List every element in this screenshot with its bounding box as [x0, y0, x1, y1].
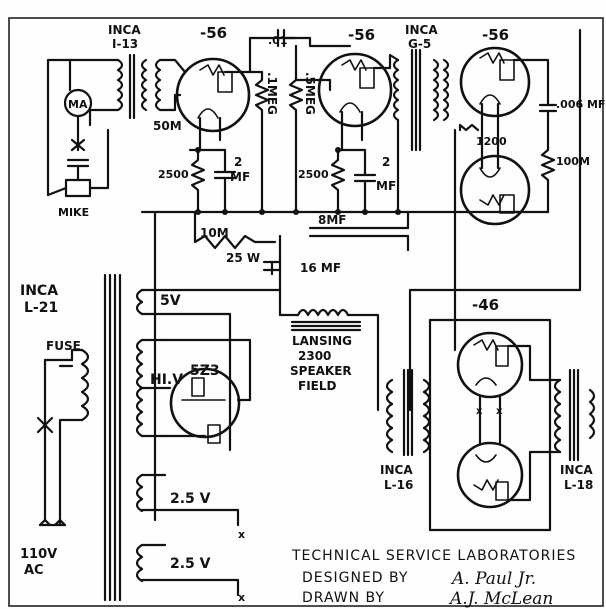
tube-v3-upper: [459, 46, 531, 118]
v-46: -46: [472, 296, 499, 314]
v-5z3: 5Z3: [190, 363, 220, 379]
ma-label: MA: [68, 98, 88, 111]
inca-l16-b: L-16: [384, 478, 413, 492]
r-50m: 50M: [153, 119, 182, 133]
output-transformer-l18: [553, 368, 596, 462]
t2-name: INCA: [405, 23, 438, 37]
designed-by: DESIGNED BY: [302, 570, 408, 586]
c-8mf: 8MF: [318, 213, 347, 227]
lansing-2: 2300: [298, 349, 331, 363]
r-10m: 10M: [200, 226, 229, 240]
x-mark-d: x: [496, 406, 503, 417]
driver-transformer-l16: [385, 368, 431, 457]
lab-name: TECHNICAL SERVICE LABORATORIES: [291, 548, 576, 564]
lansing-4: FIELD: [298, 379, 337, 393]
speaker-field-coil: [290, 308, 362, 332]
v1-type: -56: [200, 24, 227, 42]
hiv-label: HI.V: [150, 372, 183, 388]
inca-l16-a: INCA: [380, 463, 413, 477]
v-25a: 2.5 V: [170, 491, 211, 507]
fuse-label: FUSE: [46, 339, 81, 353]
mike-label: MIKE: [58, 206, 89, 219]
r-25w: 25 W: [226, 251, 260, 265]
tube-v2: [317, 52, 393, 142]
v2-type: -56: [348, 26, 375, 44]
x-mark-a: x: [238, 528, 245, 541]
r-2500b: 2500: [298, 168, 329, 181]
power-transformer-l21: [80, 273, 144, 602]
c-2mf-b2: MF: [376, 179, 396, 193]
tube-v3-lower: [459, 154, 531, 226]
r-1200: 1200: [476, 135, 507, 148]
interstage-transformer-g5: [392, 48, 450, 152]
tube-46-lower: [456, 441, 524, 509]
v-25b: 2.5 V: [170, 556, 211, 572]
r-2500a: 2500: [158, 168, 189, 181]
x-mark-b: x: [238, 591, 245, 604]
tube-46-upper: [456, 331, 524, 399]
designer-signature: A. Paul Jr.: [450, 569, 536, 589]
c-16mf: 16 MF: [300, 261, 341, 275]
v3-type: -56: [482, 26, 509, 44]
t3-name: INCA: [20, 283, 58, 299]
t3-model: L-21: [24, 300, 58, 316]
mic-circuit: [46, 58, 120, 198]
input-transformer-i13: [116, 53, 162, 120]
t2-model: G-5: [408, 37, 431, 51]
sheet-border: [8, 17, 604, 607]
r-100m: 100M: [556, 155, 590, 168]
t1-name: INCA: [108, 23, 141, 37]
c-2mf-a2: MF: [230, 170, 250, 184]
ac-label-1: 110V: [20, 547, 57, 562]
c-2mf-a1: 2: [234, 155, 242, 169]
t1-model: I-13: [112, 37, 138, 51]
ac-label-2: AC: [24, 563, 44, 578]
microphone: [64, 178, 92, 198]
c-2mf-b1: 2: [382, 155, 390, 169]
lansing-3: SPEAKER: [290, 364, 352, 378]
drawer-signature: A.J. McLean: [448, 589, 553, 609]
r-1meg: .1MEG: [265, 72, 279, 115]
drawn-by: DRAWN BY: [302, 590, 385, 606]
rectifier-5z3: [169, 367, 241, 444]
v-5v: 5V: [160, 293, 181, 309]
lansing-1: LANSING: [292, 334, 352, 348]
x-mark-c: x: [476, 406, 483, 417]
inca-l18-b: L-18: [564, 478, 593, 492]
output-stage-box: [428, 318, 552, 532]
r-5meg: .5MEG: [303, 72, 317, 115]
inca-l18-a: INCA: [560, 463, 593, 477]
c-01: .01: [268, 34, 288, 47]
